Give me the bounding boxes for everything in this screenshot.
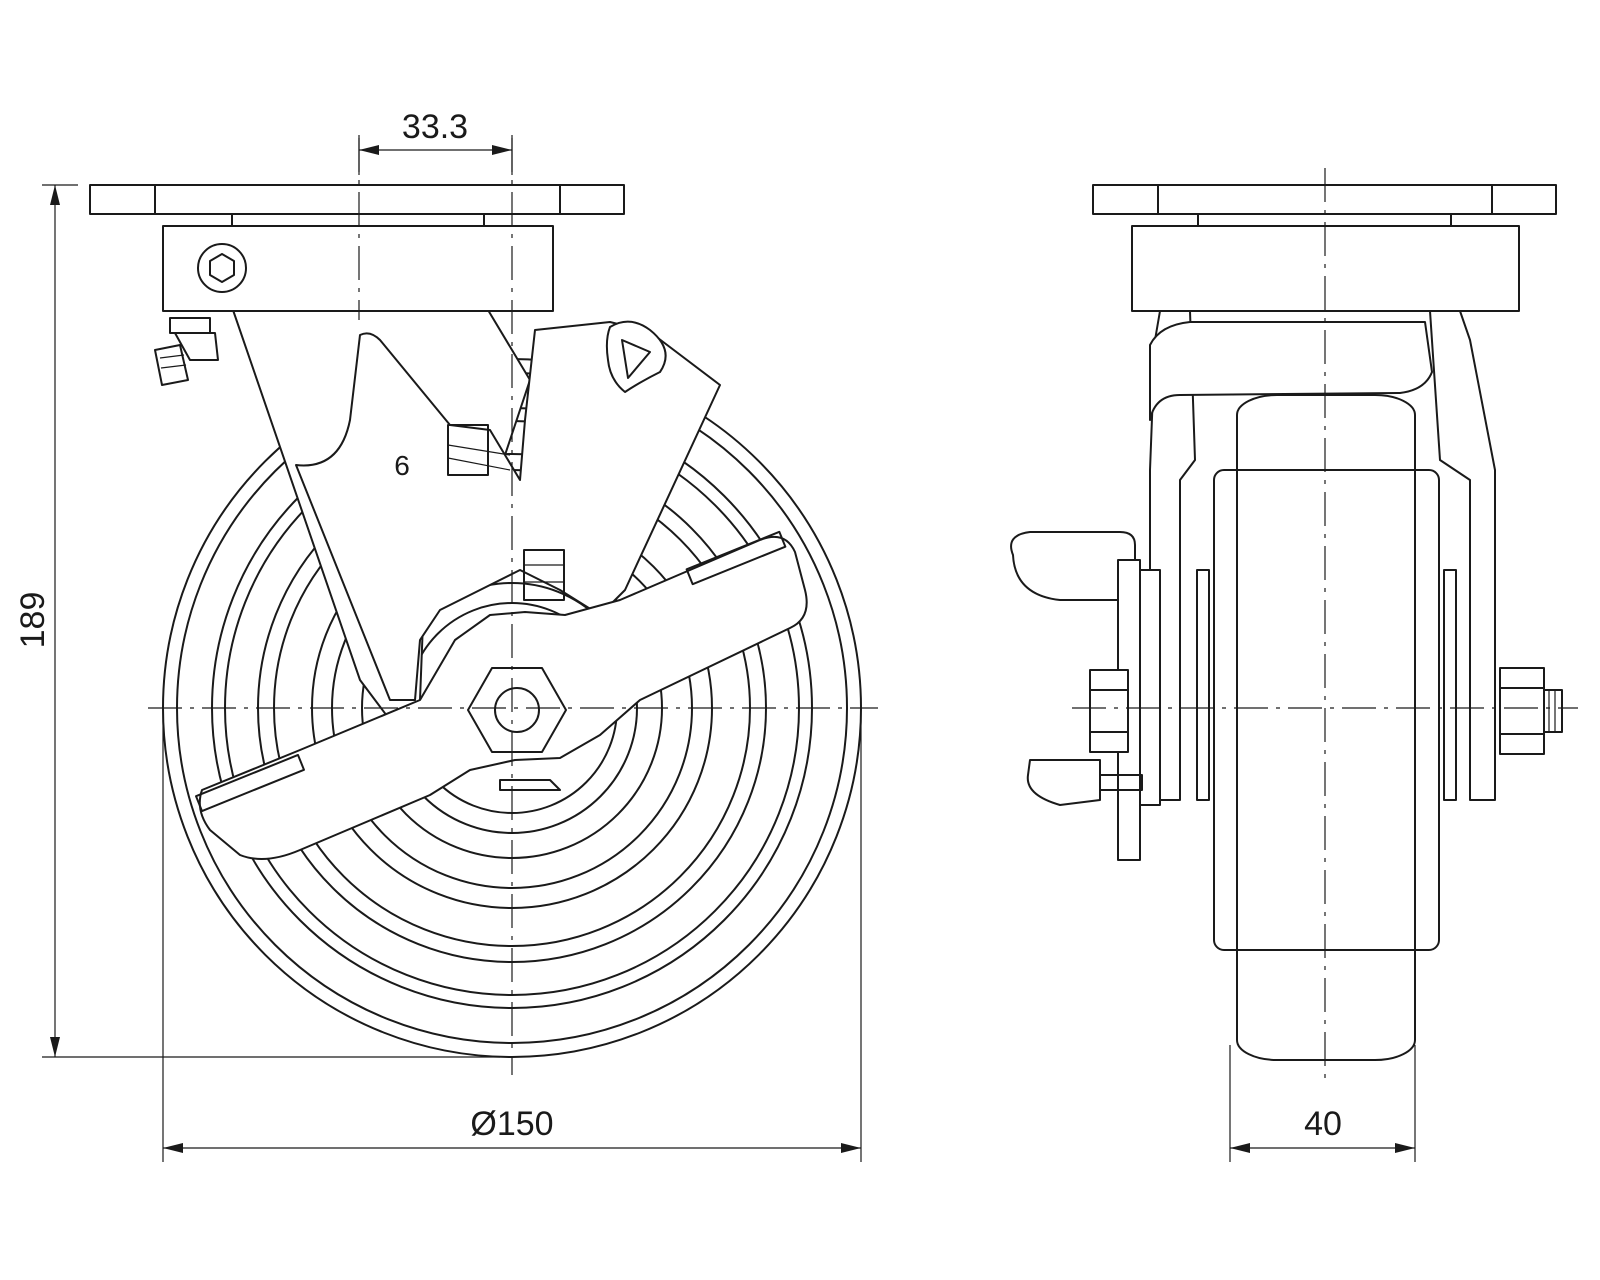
width-dimension-label: 40 [1304, 1105, 1342, 1143]
side-wheel-tread [1236, 394, 1416, 1061]
offset-dimension-label: 33.3 [402, 108, 468, 146]
brake-pedal [295, 321, 721, 701]
side-pedal-lower [1026, 759, 1101, 806]
locking-pin [447, 424, 489, 476]
blade-slot-left [195, 753, 305, 813]
dimension-height: 189 [14, 184, 500, 1058]
dimension-width: 40 [1229, 1045, 1416, 1162]
socket-screw-icon [197, 243, 247, 293]
side-view [1010, 168, 1578, 1080]
height-dimension-label: 189 [14, 592, 52, 649]
axle-nut [467, 667, 567, 753]
side-pedal-upper [1010, 531, 1136, 601]
part-marking: 6 [394, 450, 410, 481]
side-axle-thread-icon [1543, 689, 1563, 733]
grease-nipple-icon [154, 317, 219, 386]
dimension-offset: 33.3 [358, 108, 513, 175]
swivel-race [231, 213, 485, 227]
swivel-housing [162, 225, 554, 312]
side-brake-bracket [1149, 321, 1433, 421]
side-fork-right [1429, 310, 1496, 801]
side-wheel-hub [1213, 469, 1440, 951]
side-axle-nut-right [1499, 667, 1545, 755]
lower-pin [499, 779, 561, 791]
diameter-dimension-label: Ø150 [470, 1105, 553, 1143]
pedal-block [523, 549, 565, 601]
side-axle-nut-left [1089, 669, 1129, 753]
top-plate [89, 184, 625, 215]
axle [494, 687, 540, 733]
blade-slot-right [685, 530, 787, 586]
dimension-diameter: Ø150 [162, 700, 862, 1162]
front-view: 6 [89, 138, 878, 1075]
